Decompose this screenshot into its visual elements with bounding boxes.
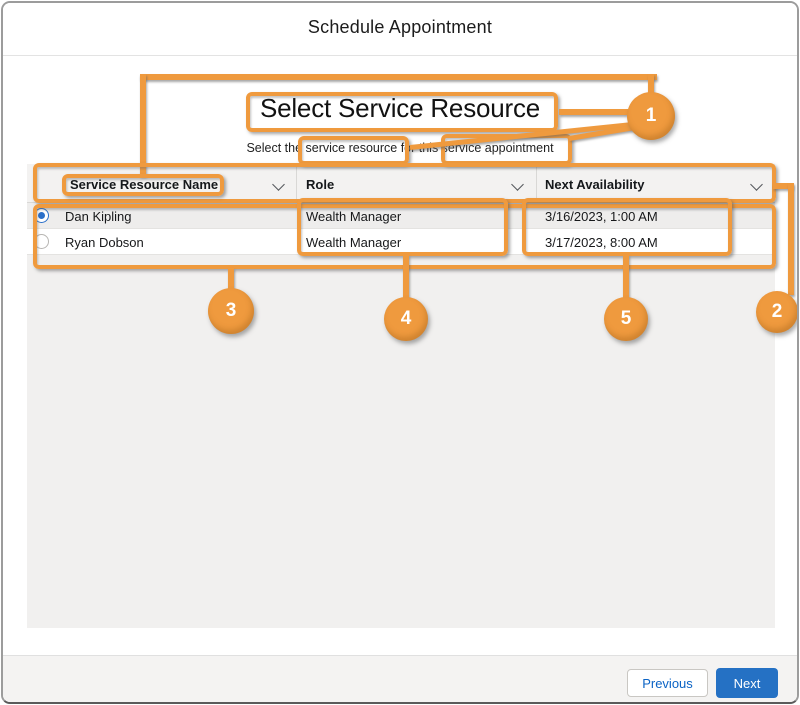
annotation-box-heading xyxy=(246,92,558,132)
previous-button[interactable]: Previous xyxy=(627,669,708,697)
cell-next-availability: 3/17/2023, 8:00 AM xyxy=(545,235,658,250)
modal-footer: Previous Next xyxy=(3,655,797,702)
annotation-box-column-label xyxy=(62,174,224,196)
callout-circle-4: 4 xyxy=(384,297,428,341)
callout-circle-2: 2 xyxy=(756,291,797,333)
callout2-vertical-line xyxy=(788,183,794,295)
annotation-box-availability-cells xyxy=(522,198,732,256)
cell-resource-name: Dan Kipling xyxy=(65,209,132,224)
callout2-horizontal-line xyxy=(773,183,793,189)
callout1-top-line xyxy=(140,74,657,80)
modal-title: Schedule Appointment xyxy=(307,17,493,37)
annotation-box-role-cells xyxy=(297,198,508,256)
column-header-role[interactable]: Role xyxy=(306,177,335,192)
cell-role: Wealth Manager xyxy=(306,209,402,224)
modal-titlebar: Schedule Appointment xyxy=(3,3,797,55)
callout5-stem xyxy=(623,255,629,301)
callout3-stem xyxy=(228,268,234,292)
callout4-stem xyxy=(403,255,409,301)
cell-role: Wealth Manager xyxy=(306,235,402,250)
column-header-service-resource-name[interactable]: Service Resource Name xyxy=(70,177,219,192)
callout1-heading-connector xyxy=(559,109,629,115)
callout1-left-drop-line xyxy=(140,74,146,176)
header-column-divider xyxy=(296,164,297,203)
titlebar-divider xyxy=(3,55,797,56)
callout-circle-5: 5 xyxy=(604,297,648,341)
step-heading: Select Service Resource xyxy=(259,93,541,123)
cell-next-availability: 3/16/2023, 1:00 AM xyxy=(545,209,658,224)
step-subtitle: Select the service resource for this ser… xyxy=(246,141,554,155)
callout-circle-1: 1 xyxy=(627,92,675,140)
column-header-next-availability[interactable]: Next Availability xyxy=(545,177,645,192)
annotation-box-service-resource xyxy=(298,136,409,165)
footer-spacer xyxy=(3,628,797,655)
callout1-circle-stem xyxy=(648,74,654,98)
cell-resource-name: Ryan Dobson xyxy=(65,235,144,250)
next-button[interactable]: Next xyxy=(716,668,778,698)
table-row-ryan-dobson[interactable]: Ryan Dobson Wealth Manager 3/17/2023, 8:… xyxy=(27,229,775,255)
header-column-divider xyxy=(536,164,537,203)
table-header-row xyxy=(27,164,775,203)
callout-circle-3: 3 xyxy=(208,288,254,334)
